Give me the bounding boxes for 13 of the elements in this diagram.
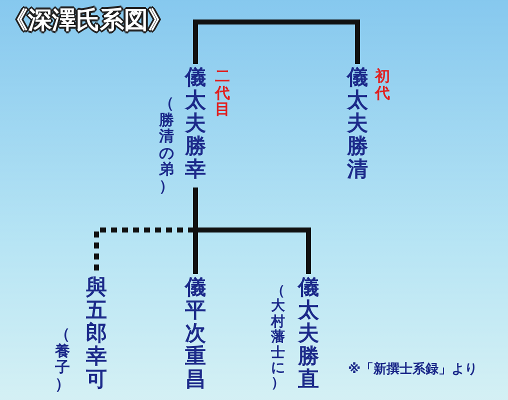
connector [193,20,360,64]
person-name: 儀太夫勝清 [347,66,368,182]
generation-note: 二代目 [215,68,230,118]
relation-note: （勝清の弟） [159,95,174,194]
person-name: 與五郎幸可 [86,276,107,392]
diagram-title: 《深澤氏系図》 [4,4,172,36]
generation-note: 初代 [375,68,390,101]
person-name: 儀平次重昌 [185,276,206,392]
person-name: 儀太夫勝直 [298,276,319,392]
source-note: ※「新撰士系録」より [348,360,478,378]
relation-note: （養子） [55,326,70,392]
person-name: 儀太夫勝幸 [185,66,206,182]
relation-note: （大村藩士に） [271,284,285,392]
